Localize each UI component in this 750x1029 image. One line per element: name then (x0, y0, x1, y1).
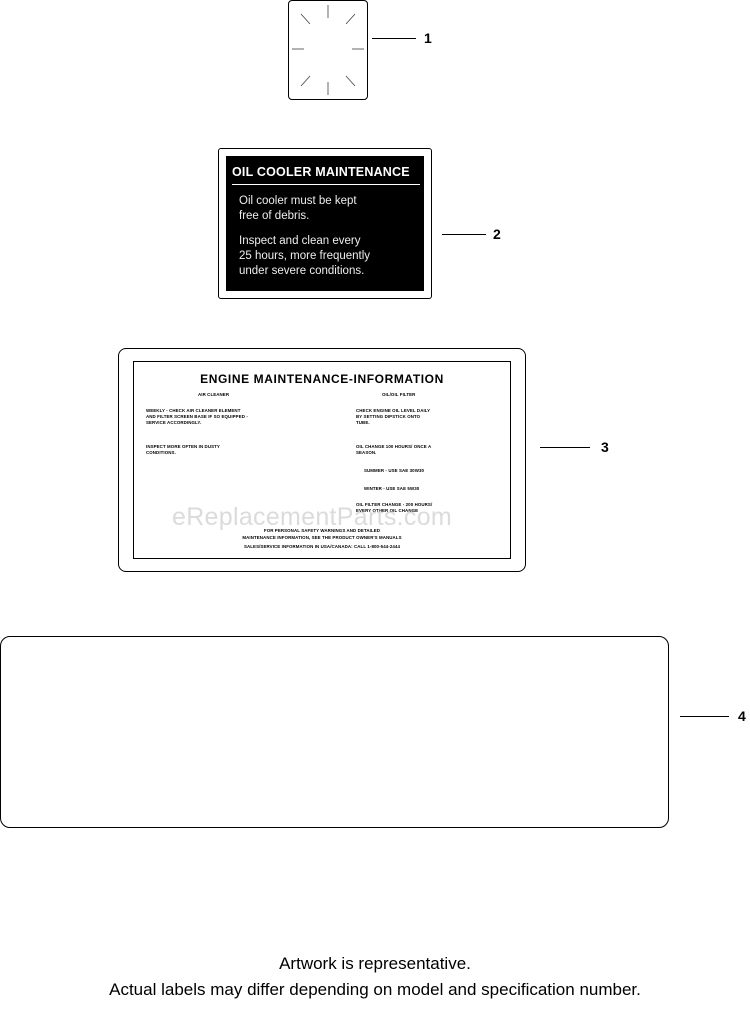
label-3-left-heading: AIR CLEANER (198, 392, 230, 397)
label-1-blank-decal (288, 0, 368, 100)
label-4-blank-decal (0, 636, 669, 828)
watermark: eReplacementParts.com (172, 503, 453, 531)
label-3-bottom-line-2: MAINTENANCE INFORMATION, SEE THE PRODUCT… (242, 535, 402, 540)
callout-leader-4 (680, 716, 729, 717)
label-2-title: OIL COOLER MAINTENANCE (232, 165, 410, 179)
footer-note-line-2: Actual labels may differ depending on mo… (109, 980, 641, 999)
label-3-inner-frame: ENGINE MAINTENANCE-INFORMATION AIR CLEAN… (133, 361, 511, 559)
label-2-divider (232, 184, 420, 185)
label-2-black-panel: OIL COOLER MAINTENANCE Oil cooler must b… (226, 156, 424, 291)
label-2-text-1: Oil cooler must be kept free of debris. (239, 195, 357, 222)
callout-leader-1 (372, 38, 416, 39)
callout-number-2: 2 (493, 226, 501, 242)
callout-leader-3 (540, 447, 590, 448)
label-2-oil-cooler-decal: OIL COOLER MAINTENANCE Oil cooler must b… (218, 148, 432, 299)
label-3-bottom-line-1: FOR PERSONAL SAFETY WARNINGS AND DETAILE… (263, 528, 381, 533)
label-3-right-heading: OIL/OIL FILTER (382, 392, 416, 397)
label-3-left-paragraph-1: WEEKLY - CHECK AIR CLEANER ELEMENT AND F… (146, 408, 248, 426)
label-1-corner-marks (291, 4, 364, 95)
label-3-right-paragraph-5: OIL FILTER CHANGE - 200 HOURS/ EVERY OTH… (356, 502, 433, 514)
label-3-engine-maintenance-decal: ENGINE MAINTENANCE-INFORMATION AIR CLEAN… (118, 348, 526, 572)
label-3-left-paragraph-2: INSPECT MORE OFTEN IN DUSTY CONDITIONS. (146, 444, 220, 456)
callout-number-4: 4 (738, 708, 746, 724)
callout-number-3: 3 (601, 439, 609, 455)
label-3-right-paragraph-4: WINTER - USE SAE 5W30 (364, 486, 420, 491)
label-3-right-paragraph-3: SUMMER - USE SAE 30W30 (364, 468, 425, 473)
callout-leader-2 (442, 234, 486, 235)
label-3-title: ENGINE MAINTENANCE-INFORMATION (200, 372, 444, 386)
footer-note-line-1: Artwork is representative. (279, 954, 471, 973)
callout-number-1: 1 (424, 30, 432, 46)
label-3-bottom-line-3: SALES/SERVICE INFORMATION IN USA/CANADA:… (243, 544, 401, 549)
label-3-right-paragraph-2: OIL CHANGE 100 HOURS/ ONCE A SEASON. (356, 444, 432, 456)
label-3-right-paragraph-1: CHECK ENGINE OIL LEVEL DAILY BY SETTING … (356, 408, 431, 426)
label-2-text-2: Inspect and clean every 25 hours, more f… (239, 235, 371, 277)
